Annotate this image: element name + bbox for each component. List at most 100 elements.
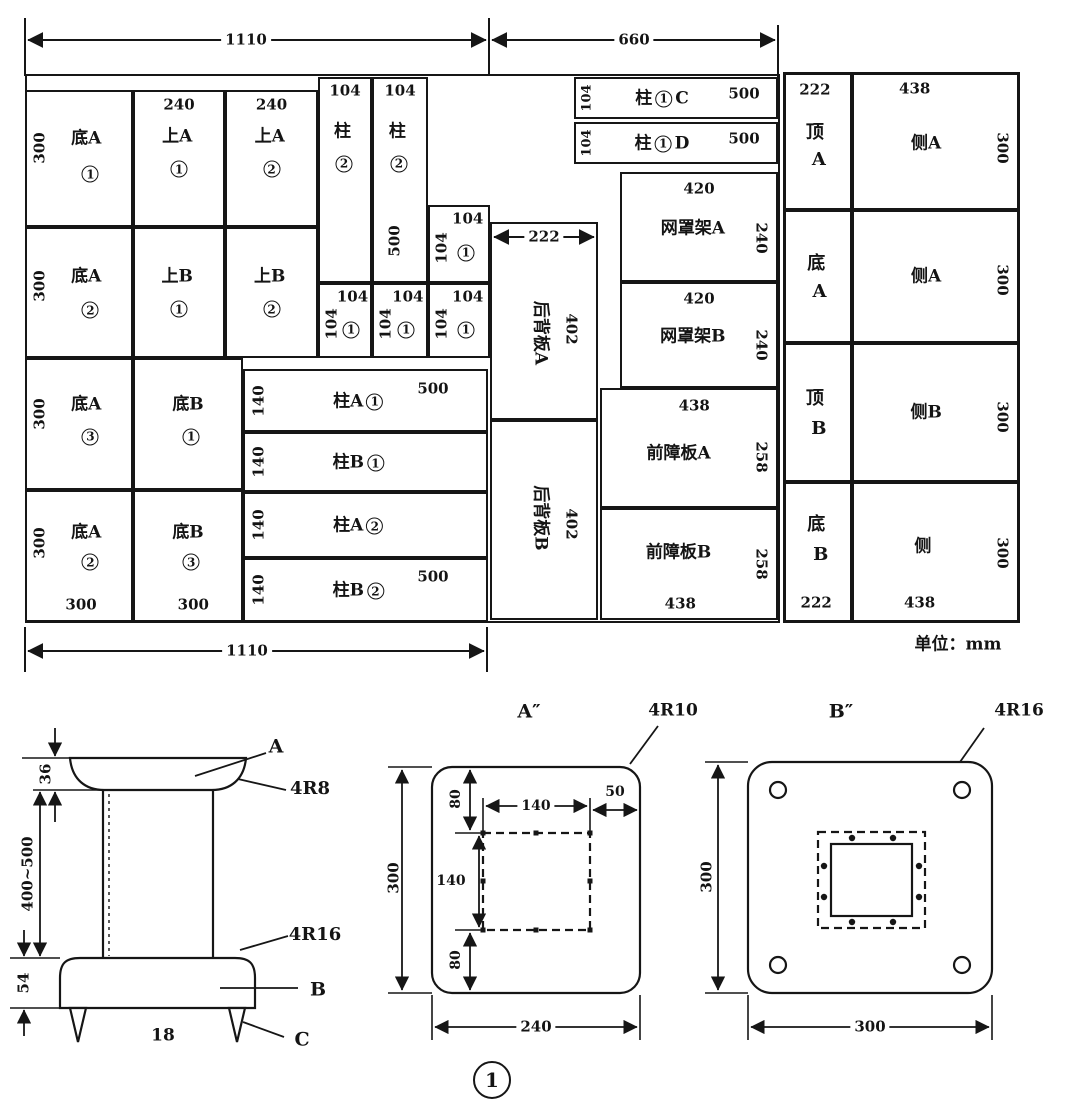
piece-side-a-1: 438 侧A 300 <box>852 72 1020 210</box>
extension-lines <box>705 761 993 1040</box>
piece-number: 2 <box>263 160 280 178</box>
piece-back-panel-a: 后背板A 402 <box>490 222 598 420</box>
label-radius-cap: 4R8 <box>289 778 331 799</box>
piece-dim-top: 420 <box>683 289 715 308</box>
piece-dim-left: 300 <box>30 132 49 164</box>
piece-dim-left: 300 <box>30 398 49 430</box>
piece-bottom-a-1: 300 底A 1 <box>25 90 133 227</box>
piece-name-row: 柱B 1 <box>332 452 384 473</box>
piece-name: 底A <box>71 266 102 287</box>
piece-number: 1 <box>182 428 200 446</box>
label-spike-c: C <box>294 1028 310 1051</box>
spike-right <box>227 1006 247 1043</box>
view-b-dim-height: 300 <box>697 861 716 893</box>
piece-number: 1 <box>170 160 188 178</box>
piece-dim-right: 300 <box>993 132 1012 164</box>
piece-dim-bottom: 300 <box>177 595 209 614</box>
piece-dim-left: 140 <box>249 384 268 417</box>
figure-number: 1 <box>473 1061 511 1099</box>
piece-top-b-1: 上B 1 <box>133 227 225 358</box>
view-a-dim-core-height: 140 <box>436 873 466 889</box>
piece-name: 柱 <box>334 121 351 142</box>
unit-note: 单位：mm <box>914 634 1002 655</box>
piece-suffix: C <box>675 88 689 109</box>
piece-dim-left: 104 <box>432 232 451 264</box>
piece-column-a-2: 140 柱A 2 <box>243 492 488 558</box>
piece-dim-left: 104 <box>579 84 595 112</box>
piece-column-1-d: 104 柱 1 D 500 <box>574 122 778 164</box>
piece-column-1-c: 104 柱 1 C 500 <box>574 77 778 119</box>
piece-dim-top: 240 <box>255 95 288 114</box>
piece-number: 2 <box>81 301 99 319</box>
dim-spike-length: 18 <box>151 1025 175 1046</box>
piece-column-2-b: 104 柱 2 500 <box>372 77 428 283</box>
piece-dim-left: 140 <box>249 574 268 606</box>
piece-number: 1 <box>170 300 188 318</box>
view-a-dim-height: 300 <box>384 862 403 894</box>
leader-c <box>242 1021 285 1038</box>
piece-dim-length: 500 <box>385 224 404 257</box>
piece-top-panel-a: 222 顶 A <box>783 72 852 210</box>
piece-bottom-panel-a: 底 A <box>783 210 852 343</box>
piece-dim-left: 300 <box>30 270 49 302</box>
extension-lines <box>388 766 641 1040</box>
piece-name-line2: A <box>811 148 826 170</box>
piece-name: 底B <box>172 522 204 543</box>
dim-cap-height: 36 <box>36 763 55 785</box>
piece-name: 上A <box>162 126 193 147</box>
piece-side-a-2: 侧A 300 <box>852 210 1020 343</box>
leader-4r8 <box>237 778 287 791</box>
piece-name: 后背板A <box>530 300 551 365</box>
piece-dim-right: 258 <box>752 441 771 473</box>
piece-mesh-frame-a: 420 网罩架A 240 <box>620 172 778 282</box>
piece-number: 1 <box>366 454 384 472</box>
leader-4r16 <box>239 935 289 951</box>
piece-dim-top: 104 <box>329 81 361 100</box>
view-a-dim-width: 240 <box>516 1019 556 1035</box>
piece-number: 1 <box>342 321 360 339</box>
piece-side-b: 侧B 300 <box>852 343 1020 482</box>
view-b-corner-radius: 4R16 <box>994 700 1044 721</box>
piece-104-a: 104 104 1 <box>318 283 372 358</box>
piece-name: 柱A <box>333 515 364 536</box>
piece-name: 柱B <box>332 580 364 601</box>
piece-name-line2: B <box>813 544 829 566</box>
leader-a <box>194 752 267 777</box>
view-a-dim-core-width: 140 <box>517 799 555 813</box>
piece-dim-length: 402 <box>562 313 581 345</box>
piece-dim-top: 104 <box>336 287 369 306</box>
piece-dim-length: 500 <box>728 84 760 103</box>
piece-dim-bottom: 438 <box>664 594 696 613</box>
piece-name: 顶 <box>805 388 824 409</box>
piece-name: 侧B <box>910 402 942 422</box>
view-a-dim-bottom-offset: 80 <box>448 950 464 970</box>
piece-top-b-2: 上B 2 <box>225 227 318 358</box>
piece-front-panel-a: 438 前障板A 258 <box>600 388 778 508</box>
piece-dim-top: 104 <box>384 81 416 100</box>
piece-dim-bottom: 438 <box>903 593 936 612</box>
hole <box>768 780 788 800</box>
pedestal-column <box>101 790 215 958</box>
piece-name: 柱B <box>332 452 364 473</box>
column-section-inner <box>829 842 914 918</box>
piece-number: 2 <box>81 553 99 571</box>
piece-top-a-2: 240 上A 2 <box>225 90 318 227</box>
view-a-dim-top-offset: 80 <box>448 789 464 809</box>
piece-dim-top: 104 <box>452 287 484 306</box>
piece-number: 3 <box>182 553 200 571</box>
piece-104-c: 104 104 1 <box>428 283 490 358</box>
piece-top-panel-b: 顶 B <box>783 343 852 482</box>
piece-dim-right: 300 <box>993 536 1012 569</box>
hole <box>952 955 972 975</box>
piece-number: 1 <box>654 135 672 153</box>
view-b-title: B″ <box>828 700 854 723</box>
piece-name: 柱 <box>634 133 652 154</box>
piece-dim-top: 240 <box>163 95 195 114</box>
column-section-dashed <box>816 830 927 930</box>
leader-4r16-b <box>959 727 985 763</box>
dim-base-height: 54 <box>15 968 33 998</box>
dim-column-height: 400~500 <box>18 836 37 912</box>
piece-suffix: D <box>674 133 690 154</box>
piece-dim-length: 500 <box>417 567 449 586</box>
piece-name: 上A <box>254 126 285 147</box>
